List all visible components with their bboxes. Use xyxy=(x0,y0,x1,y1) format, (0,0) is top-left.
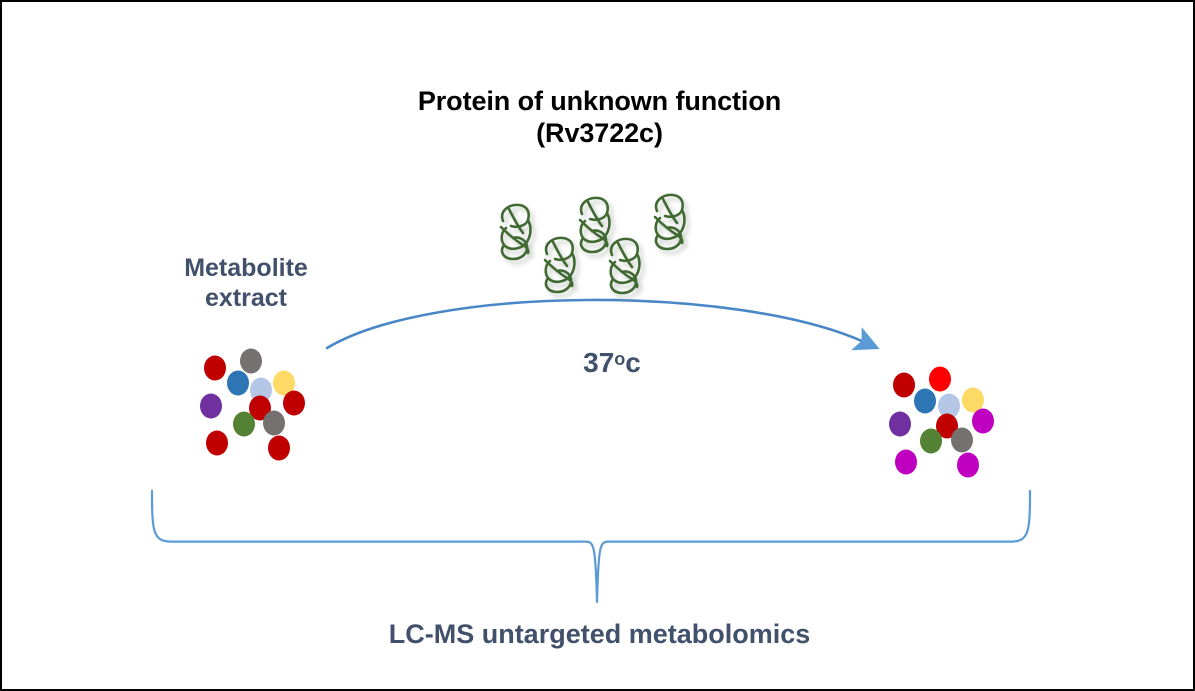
protein-ribbon-stroke-4 xyxy=(499,225,530,255)
metabolite-dot xyxy=(893,372,915,398)
metabolite-dot xyxy=(233,411,255,437)
metabolite-dot xyxy=(929,366,951,392)
metabolite-dot xyxy=(914,388,936,414)
protein-ribbon-stroke-4 xyxy=(578,218,609,248)
metabolite-dot xyxy=(200,393,222,419)
protein-ribbon-stroke-2 xyxy=(544,251,576,284)
protein-ribbon-stroke-1 xyxy=(500,203,531,229)
protein-ribbon-stroke-5 xyxy=(551,240,569,268)
protein-molecule-2 xyxy=(543,236,576,294)
protein-ribbon-stroke-4 xyxy=(608,259,639,289)
metabolite-dot xyxy=(206,430,228,456)
metabolite-dot xyxy=(204,355,226,381)
protein-ribbon-stroke-1 xyxy=(654,193,685,219)
protein-ribbon-stroke-5 xyxy=(507,207,525,235)
temperature-label: 37oc xyxy=(522,346,702,379)
protein-molecule-group xyxy=(499,193,686,295)
bottom-brace xyxy=(150,489,1032,604)
protein-ribbon-stroke-2 xyxy=(579,211,611,244)
page-title-line-2: (Rv3722c) xyxy=(536,117,663,148)
lcms-readout-label: LC-MS untargeted metabolomics xyxy=(388,619,811,649)
protein-ribbon-stroke-1 xyxy=(609,237,640,263)
protein-ribbon-stroke-3 xyxy=(654,226,683,251)
protein-ribbon-stroke-3 xyxy=(544,269,573,294)
protein-molecule-5 xyxy=(653,193,686,251)
degree-symbol: o xyxy=(614,349,626,369)
metabolite-dot xyxy=(920,428,942,454)
metabolite-dot xyxy=(268,435,290,461)
protein-ribbon-stroke-4 xyxy=(653,215,684,245)
metabolite-dot xyxy=(283,390,305,416)
metabolite-extract-line-2: extract xyxy=(205,283,287,312)
metabolite-cluster-left xyxy=(200,348,305,461)
protein-ribbon-stroke-5 xyxy=(616,241,634,269)
metabolite-dot xyxy=(273,370,295,396)
metabolite-dot xyxy=(227,370,249,396)
metabolite-dot xyxy=(240,348,262,374)
metabolite-dot xyxy=(972,408,994,434)
metabolite-cluster-right xyxy=(889,366,994,478)
metabolite-dot xyxy=(938,393,960,419)
protein-ribbon-stroke-3 xyxy=(579,229,608,254)
metabolite-dot xyxy=(957,452,979,478)
temperature-unit: c xyxy=(625,347,641,378)
metabolite-dot xyxy=(895,449,917,475)
protein-ribbon-stroke-1 xyxy=(544,236,575,262)
protein-molecule-4 xyxy=(608,237,641,295)
metabolite-dot xyxy=(250,377,272,403)
protein-ribbon-stroke-4 xyxy=(543,258,574,288)
metabolite-dot xyxy=(263,410,285,436)
protein-ribbon-stroke-2 xyxy=(654,208,686,241)
protein-ribbon-stroke-3 xyxy=(609,270,638,295)
protein-ribbon-stroke-5 xyxy=(661,197,679,225)
protein-ribbon-stroke-3 xyxy=(500,236,529,261)
metabolite-dot xyxy=(962,387,984,413)
metabolite-dot xyxy=(249,395,271,421)
protein-ribbon-stroke-1 xyxy=(579,196,610,222)
protein-molecule-3 xyxy=(578,196,611,254)
metabolite-extract-line-1: Metabolite xyxy=(184,254,308,282)
metabolite-dot xyxy=(889,411,911,437)
protein-ribbon-stroke-2 xyxy=(500,218,532,251)
protein-molecule-1 xyxy=(499,203,532,261)
reaction-arrow xyxy=(325,298,880,351)
metabolite-dot xyxy=(951,427,973,453)
metabolite-dot xyxy=(936,413,958,439)
protein-ribbon-stroke-5 xyxy=(586,200,604,228)
page-title-line-1: Protein of unknown function xyxy=(417,86,782,116)
temperature-value: 37 xyxy=(583,347,615,378)
page-title: Protein of unknown function(Rv3722c) xyxy=(2,86,1193,150)
protein-ribbon-stroke-2 xyxy=(609,252,641,285)
